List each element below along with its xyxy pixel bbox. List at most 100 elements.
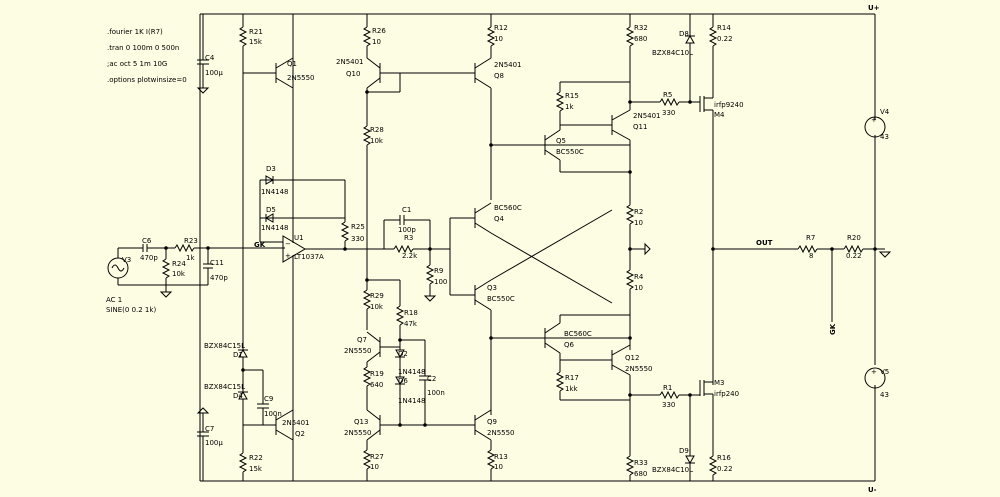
v3-ac: AC 1 [106,296,122,304]
r20-name: R20 [847,234,861,242]
ground-icon [644,242,651,256]
d5-diode [264,213,274,223]
q11-value: 2N5401 [633,112,661,120]
output-stage: D8 BZX84C10L R14 0.22 irfp9240 M4 M3 irf… [652,14,744,481]
output-network: OUT R7 8 R20 0.22 GK [711,234,892,335]
v5-name: V5 [880,368,889,376]
neg-rail-label: U- [868,486,877,494]
svg-text:+: + [871,116,877,124]
r7-value: 8 [809,252,813,260]
r15-name: R15 [565,92,579,100]
r17-value: 1kk [565,385,579,393]
r22-name: R22 [249,454,263,462]
r27-name: R27 [370,453,384,461]
directive-tran: .tran 0 100m 0 500n [107,44,179,52]
r12-resistor [486,26,496,47]
r19-value: 640 [370,381,383,389]
d2-value: 1N4148 [398,368,426,376]
d1-name: D1 [233,351,243,359]
v3-name: V3 [122,256,131,264]
current-source-bottom: R29 10k R18 47k Q7 2N5550 D2 1N4148 D6 1… [344,278,515,481]
v5-symbol [864,367,886,389]
m3-value: irfp240 [714,390,739,398]
r17-resistor [555,371,565,392]
r3-value: 2.2k [402,252,418,260]
c2-name: C2 [427,375,436,383]
m4-name: M4 [714,111,725,119]
directive-ac: ;ac oct 5 1m 10G [107,60,167,68]
r21-resistor [238,26,248,47]
r9-name: R9 [434,267,443,275]
negative-bias: BZX84C15L D1 BZX84C15L D4 C9 100n 2N5401… [204,342,310,481]
q12-name: Q12 [625,354,639,362]
c9-value: 100n [264,410,282,418]
ground-icon [423,295,437,302]
r29-resistor [362,289,372,310]
gk-input-label: GK [254,241,266,249]
q9-value: 2N5550 [487,429,515,437]
q8-name: Q8 [494,72,504,80]
r3-resistor [393,244,414,254]
r20-value: 0.22 [846,252,862,260]
v3-sine: SINE(0 0.2 1k) [106,306,156,314]
current-mirror-top: R26 10 2N5401 Q10 R28 10k R12 10 2N5401 … [336,14,630,290]
r29-value: 10k [370,303,384,311]
q1-value: 2N5550 [287,74,315,82]
c9-name: C9 [264,395,273,403]
v4-value: 43 [880,133,889,141]
r17-name: R17 [565,374,579,382]
directive-fourier: .fourier 1K I(R7) [107,28,163,36]
r15-resistor [555,91,565,112]
r3-name: R3 [404,234,413,242]
r23-name: R23 [184,237,198,245]
c6-value: 470p [140,254,158,262]
ground-icon [878,251,892,258]
r16-resistor [708,455,718,476]
m3-name: M3 [714,379,725,387]
v4-source: + V4 43 [864,108,890,141]
svg-text:+: + [285,252,291,260]
r27-resistor [362,449,372,470]
diff-pair: C1 100p R3 2.2k R9 100 BC560C Q4 Q3 BC55… [343,202,630,415]
r4-resistor [625,269,635,290]
r5-value: 330 [662,109,675,117]
sine-icon [111,264,125,272]
d2-name: D2 [398,350,408,358]
c11-value: 470p [210,274,228,282]
d3-name: D3 [266,165,276,173]
driver-stage: R15 1k Q5 BC550C 2N5401 Q11 R32 680 R5 3… [544,14,700,481]
r24-name: R24 [172,260,186,268]
r7-resistor [797,244,818,254]
q5-value: BC550C [556,148,584,156]
out-label: OUT [756,239,773,247]
r2-value: 10 [634,219,643,227]
q13-name: Q13 [354,418,368,426]
q2-name: Q2 [295,430,305,438]
r19-name: R19 [370,370,384,378]
q9-name: Q9 [487,418,497,426]
c7-capacitor: C7 100µ [196,407,223,481]
c2-value: 100n [427,389,445,397]
feedback-diodes: D3 1N4148 D5 1N4148 R25 330 [260,165,365,249]
c1-name: C1 [402,206,411,214]
d8-value: BZX84C10L [652,49,693,57]
r12-name: R12 [494,24,508,32]
r25-resistor [340,221,350,242]
r33-value: 680 [634,470,647,478]
d9-zener [685,455,695,465]
r5-name: R5 [663,91,672,99]
r19-resistor [362,366,372,387]
v5-source: + V5 43 [864,367,889,399]
u1-value: LT1037A [294,253,324,261]
r13-resistor [486,449,496,470]
r9-value: 100 [434,278,447,286]
c4-capacitor: C4 100µ [196,14,223,94]
r2-resistor [625,204,635,225]
r13-name: R13 [494,453,508,461]
r9-resistor [425,264,435,285]
r14-value: 0.22 [717,35,733,43]
q1-stage: R21 15k Q1 2N5550 [238,14,315,350]
q13-value: 2N5550 [344,429,372,437]
v3-source: V3 AC 1 SINE(0 0.2 1k) [106,247,208,314]
